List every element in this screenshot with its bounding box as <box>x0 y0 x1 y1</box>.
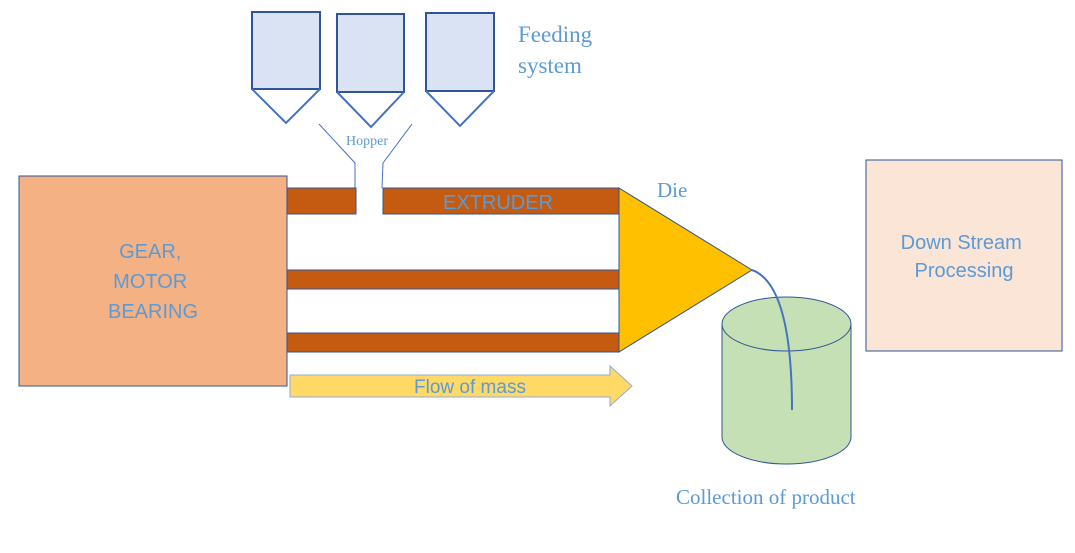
feeding-system-label: Feeding system <box>518 22 598 78</box>
flow-of-mass-label: Flow of mass <box>414 377 526 398</box>
extruder-label: EXTRUDER <box>443 192 553 214</box>
feeding-bin-2 <box>336 13 405 129</box>
die-shape <box>618 187 753 353</box>
gear-motor-bearing-label: GEAR, MOTOR BEARING <box>108 241 198 323</box>
gear-motor-bearing-box <box>18 175 288 387</box>
flow-arrow <box>289 364 633 408</box>
die-label: Die <box>657 178 687 202</box>
hopper-label: Hopper <box>346 134 388 149</box>
downstream-processing-label: Down Stream Processing <box>901 232 1028 282</box>
collection-of-product-label: Collection of product <box>676 485 856 509</box>
product-stream <box>751 269 793 411</box>
feeding-bin-1 <box>251 11 321 125</box>
downstream-processing-box <box>865 159 1063 352</box>
collection-container <box>721 296 852 465</box>
extruder-barrel <box>286 187 620 353</box>
feeding-bin-3 <box>425 12 495 128</box>
hopper-funnel <box>318 123 413 189</box>
